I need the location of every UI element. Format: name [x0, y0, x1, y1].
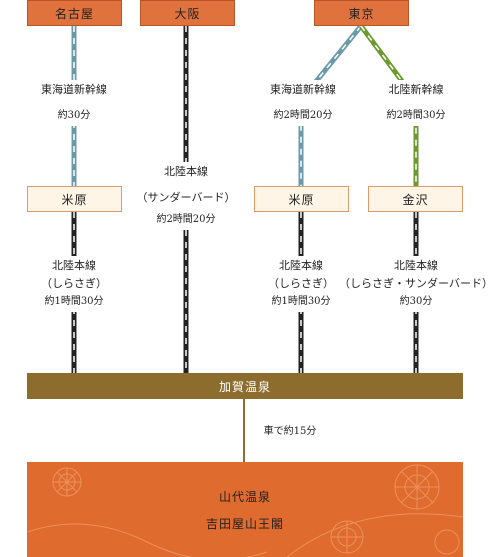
route-label-maibara-kaga-right: 北陸本線 （しらさぎ） 約1時間30分	[266, 256, 336, 312]
route-line-name: 東海道新幹線	[270, 83, 336, 96]
route-label-maibara-kaga-left: 北陸本線 （しらさぎ） 約1時間30分	[39, 256, 109, 312]
route-line-name: 北陸本線	[279, 259, 323, 272]
route-time: 約1時間30分	[271, 296, 331, 307]
route-label-nagoya-maibara: 東海道新幹線 約30分	[39, 80, 109, 126]
route-label-tokyo-kanazawa: 北陸新幹線 約2時間30分	[384, 80, 448, 126]
route-line-name: 北陸新幹線	[388, 83, 444, 96]
station-maibara-right-label: 米原	[288, 192, 315, 207]
route-line-name: 北陸本線	[393, 259, 438, 272]
route-train-name: （サンダーバード）	[136, 191, 236, 204]
station-maibara-right: 米原	[254, 186, 349, 212]
route-train-name: （しらさぎ）	[41, 277, 107, 290]
station-osaka: 大阪	[140, 0, 235, 26]
destination-area-label: 山代温泉	[218, 489, 271, 504]
route-label-kanazawa-kaga: 北陸本線 （しらさぎ・サンダーバード） 約30分	[337, 256, 489, 312]
route-train-name: （しらさぎ）	[268, 277, 334, 290]
station-nagoya-label: 名古屋	[54, 6, 94, 21]
route-line-name: 北陸本線	[163, 165, 208, 178]
destination-hotel-label: 吉田屋山王閣	[205, 516, 284, 531]
station-kaga-onsen-label: 加賀温泉	[218, 379, 271, 394]
route-time: 車で約15分	[263, 426, 317, 437]
route-label-kaga-yamashiro: 車で約15分	[261, 422, 319, 442]
decorative-pattern	[27, 464, 463, 557]
station-kanazawa-label: 金沢	[402, 192, 429, 207]
destination-box: 山代温泉 吉田屋山王閣	[27, 462, 463, 557]
route-label-tokyo-maibara: 東海道新幹線 約2時間20分	[268, 80, 338, 126]
route-line-name: 東海道新幹線	[41, 83, 107, 96]
route-time: 約1時間30分	[44, 296, 104, 307]
station-kanazawa: 金沢	[368, 186, 463, 212]
route-time: 約2時間20分	[273, 110, 333, 121]
route-line-name: 北陸本線	[52, 259, 96, 272]
route-time: 約30分	[57, 110, 91, 121]
route-label-osaka-kaga: 北陸本線 （サンダーバード） 約2時間20分	[134, 162, 238, 230]
station-tokyo-label: 東京	[348, 6, 375, 21]
station-tokyo: 東京	[314, 0, 409, 26]
route-train-name: （しらさぎ・サンダーバード）	[339, 277, 489, 290]
station-kaga-onsen: 加賀温泉	[27, 373, 463, 399]
station-maibara-left-label: 米原	[61, 192, 88, 207]
route-time: 約30分	[399, 296, 433, 307]
station-osaka-label: 大阪	[174, 6, 201, 21]
route-time: 約2時間30分	[386, 110, 446, 121]
station-maibara-left: 米原	[27, 186, 122, 212]
station-nagoya: 名古屋	[27, 0, 122, 26]
route-time: 約2時間20分	[156, 214, 216, 225]
